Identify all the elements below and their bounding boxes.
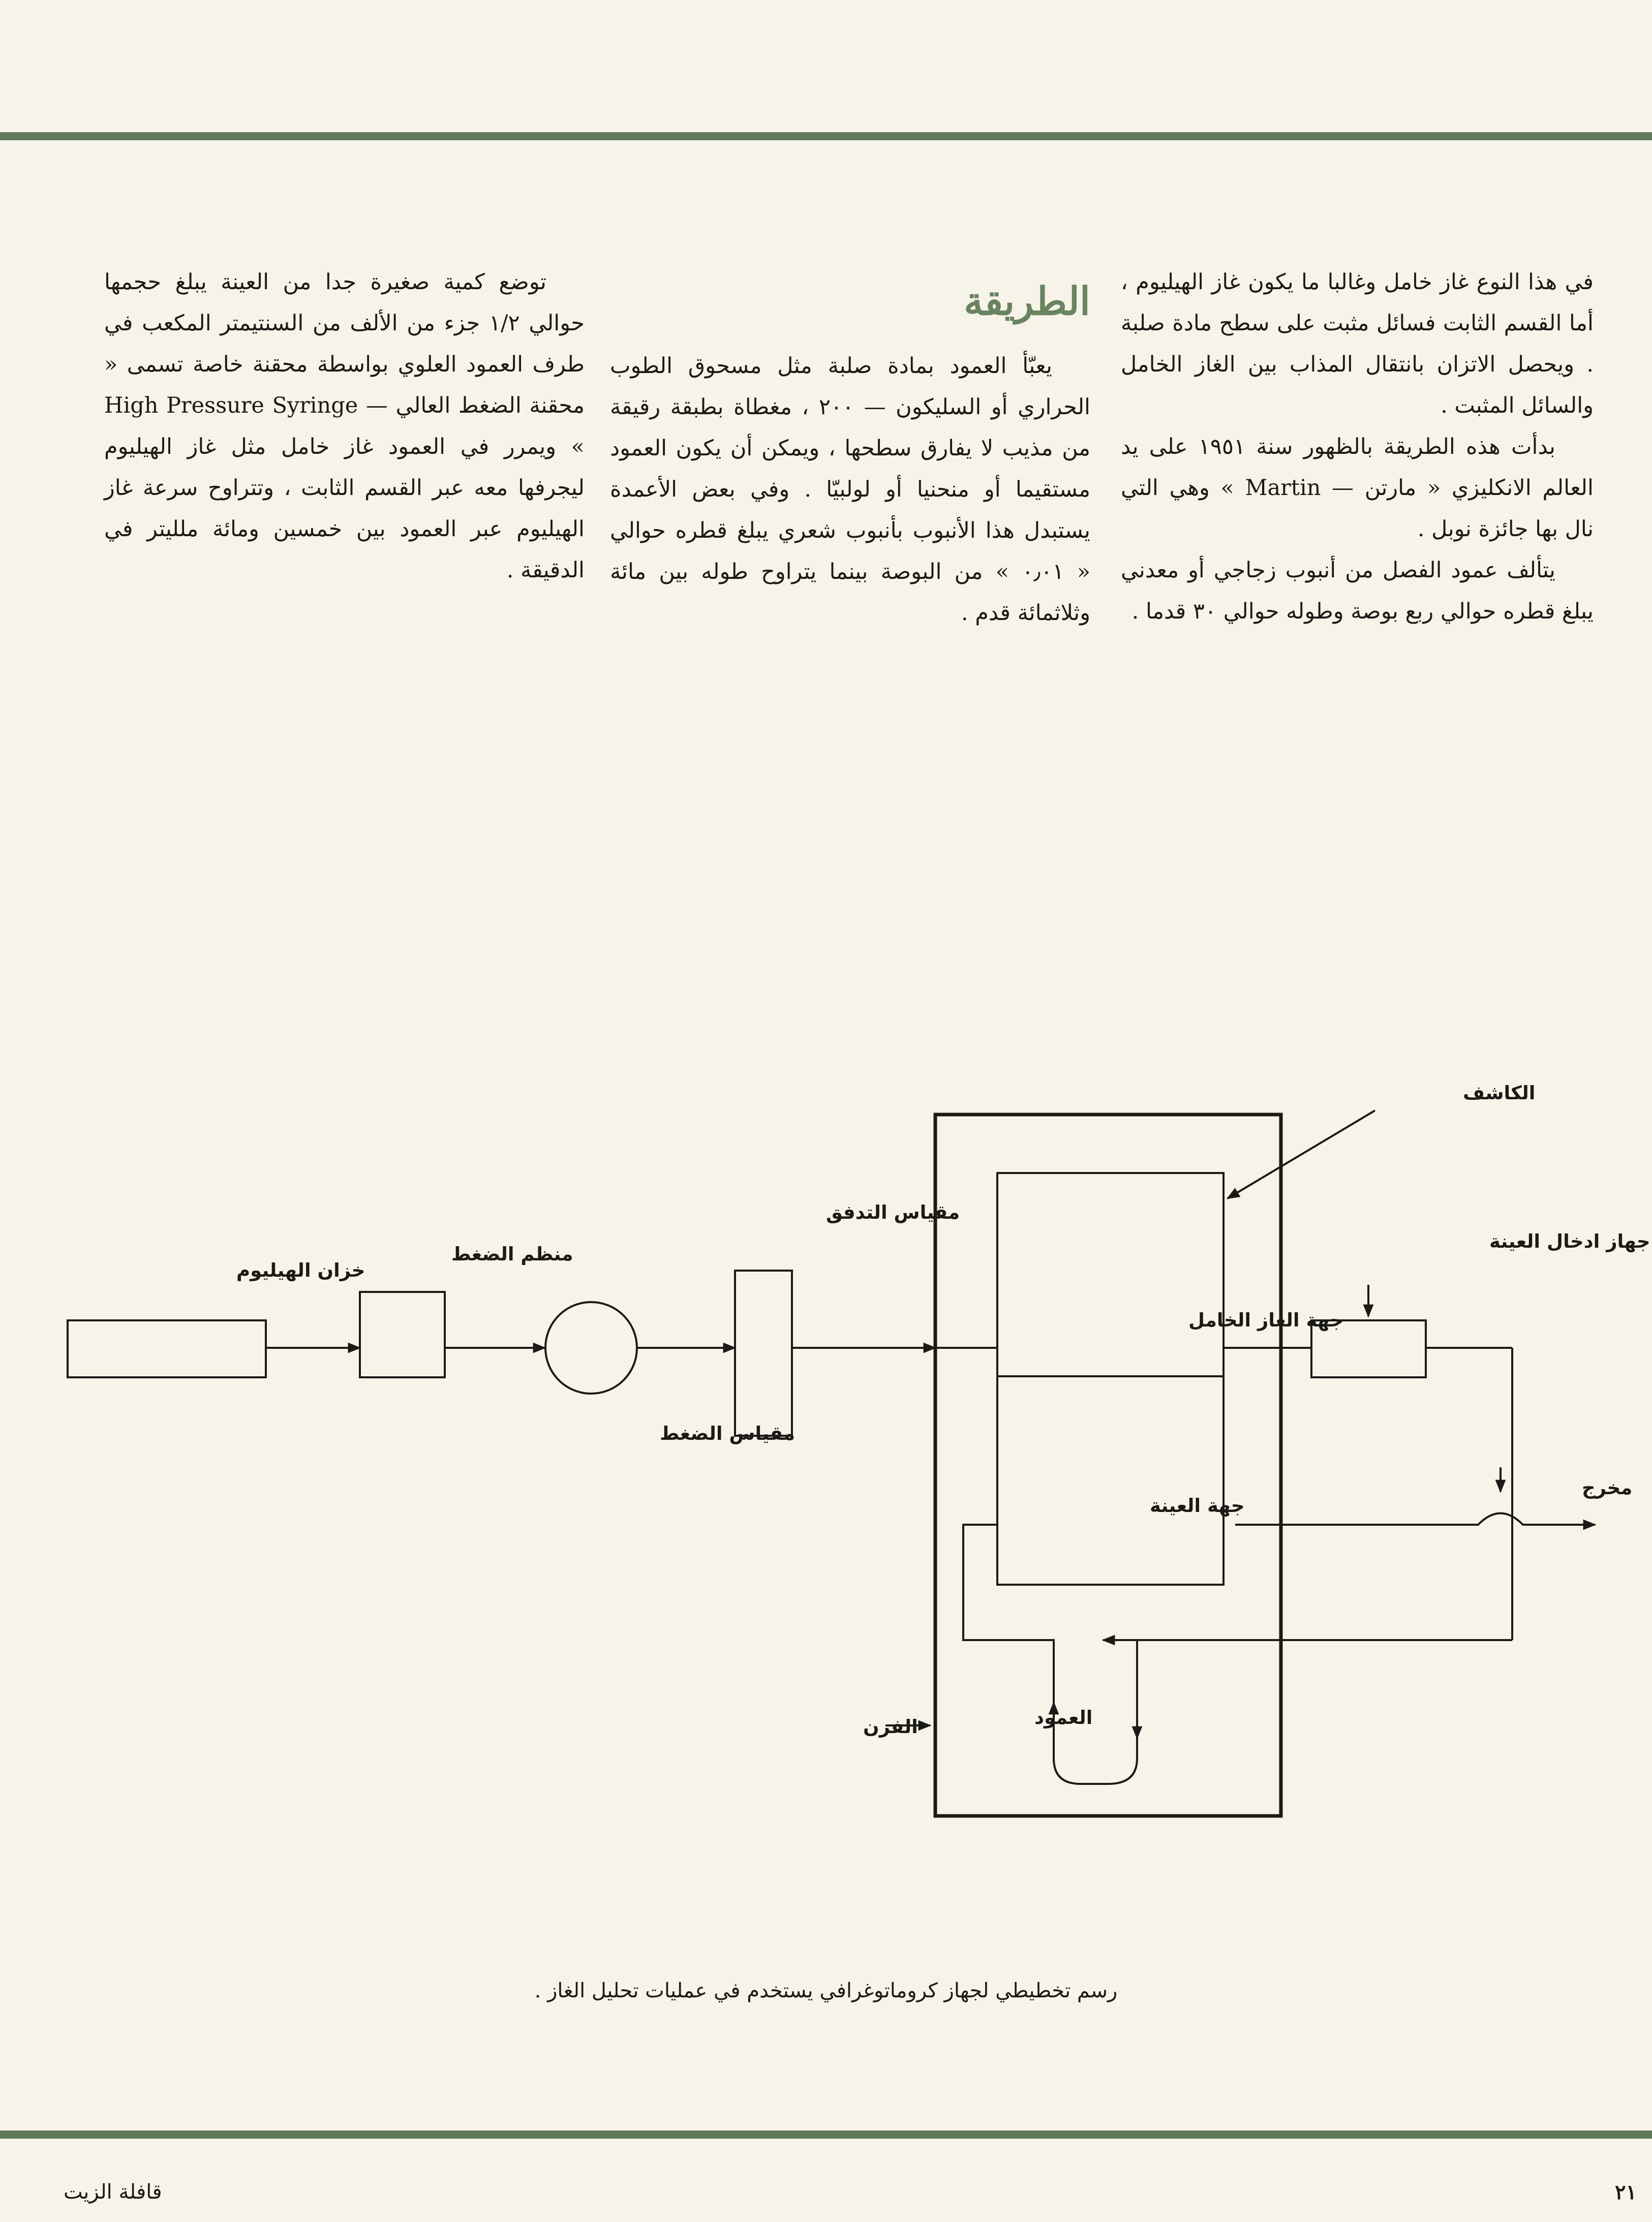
text-column-right: في هذا النوع غاز خامل وغالبا ما يكون غاز… (1121, 262, 1594, 632)
text-column-middle: يعبّأ العمود بمادة صلبة مثل مسحوق الطوب … (610, 346, 1090, 634)
magazine-name: قافلة الزيت (64, 2180, 162, 2204)
paragraph: بدأت هذه الطريقة بالظهور سنة ١٩٥١ على يد… (1121, 434, 1594, 542)
pressure-gauge-dial (544, 1301, 638, 1395)
chromatograph-diagram: خزان الهيليوم منظم الضغط مقياس الضغط مقي… (67, 1082, 1650, 1818)
label-column: العمود (1034, 1707, 1092, 1729)
section-heading: الطريقة (964, 279, 1090, 324)
label-flow-meter: مقياس التدفق (826, 1201, 960, 1223)
bottom-rule (0, 2131, 1652, 2139)
label-detector: الكاشف (1463, 1082, 1535, 1104)
detector-block (996, 1172, 1225, 1586)
label-helium-tank: خزان الهيليوم (236, 1259, 365, 1282)
label-oven: الفرن (863, 1716, 918, 1738)
label-sample-injector: جهاز ادخال العينة (1489, 1230, 1650, 1252)
label-pressure-gauge: مقياس الضغط (660, 1423, 795, 1444)
label-carrier-side: جهة الغاز الخامل (1188, 1309, 1343, 1331)
paragraph: توضع كمية صغيرة جدا من العينة يبلغ حجمها… (104, 269, 585, 583)
label-pressure-regulator: منظم الضغط (451, 1243, 573, 1265)
pressure-regulator-box (359, 1291, 446, 1378)
paragraph: في هذا النوع غاز خامل وغالبا ما يكون غاز… (1121, 269, 1594, 418)
detector-pointer (1226, 1109, 1376, 1199)
text-column-left: توضع كمية صغيرة جدا من العينة يبلغ حجمها… (104, 262, 585, 591)
outlet-line (1235, 1512, 1597, 1530)
helium-tank-box (67, 1319, 267, 1378)
paragraph: يتألف عمود الفصل من أنبوب زجاجي أو معدني… (1121, 558, 1594, 624)
figure-caption: رسم تخطيطي لجهاز كروماتوغرافي يستخدم في … (534, 1979, 1118, 2002)
oven-enclosure (933, 1113, 1283, 1818)
paragraph: يعبّأ العمود بمادة صلبة مثل مسحوق الطوب … (610, 353, 1090, 626)
top-rule (0, 132, 1652, 140)
column-tube (962, 1524, 1138, 1785)
flow-meter-box (734, 1270, 793, 1437)
label-sample-side: جهة العينة (1150, 1495, 1245, 1517)
label-outlet: مخرج (1582, 1477, 1632, 1499)
page-number: ٢١ (1615, 2180, 1637, 2204)
